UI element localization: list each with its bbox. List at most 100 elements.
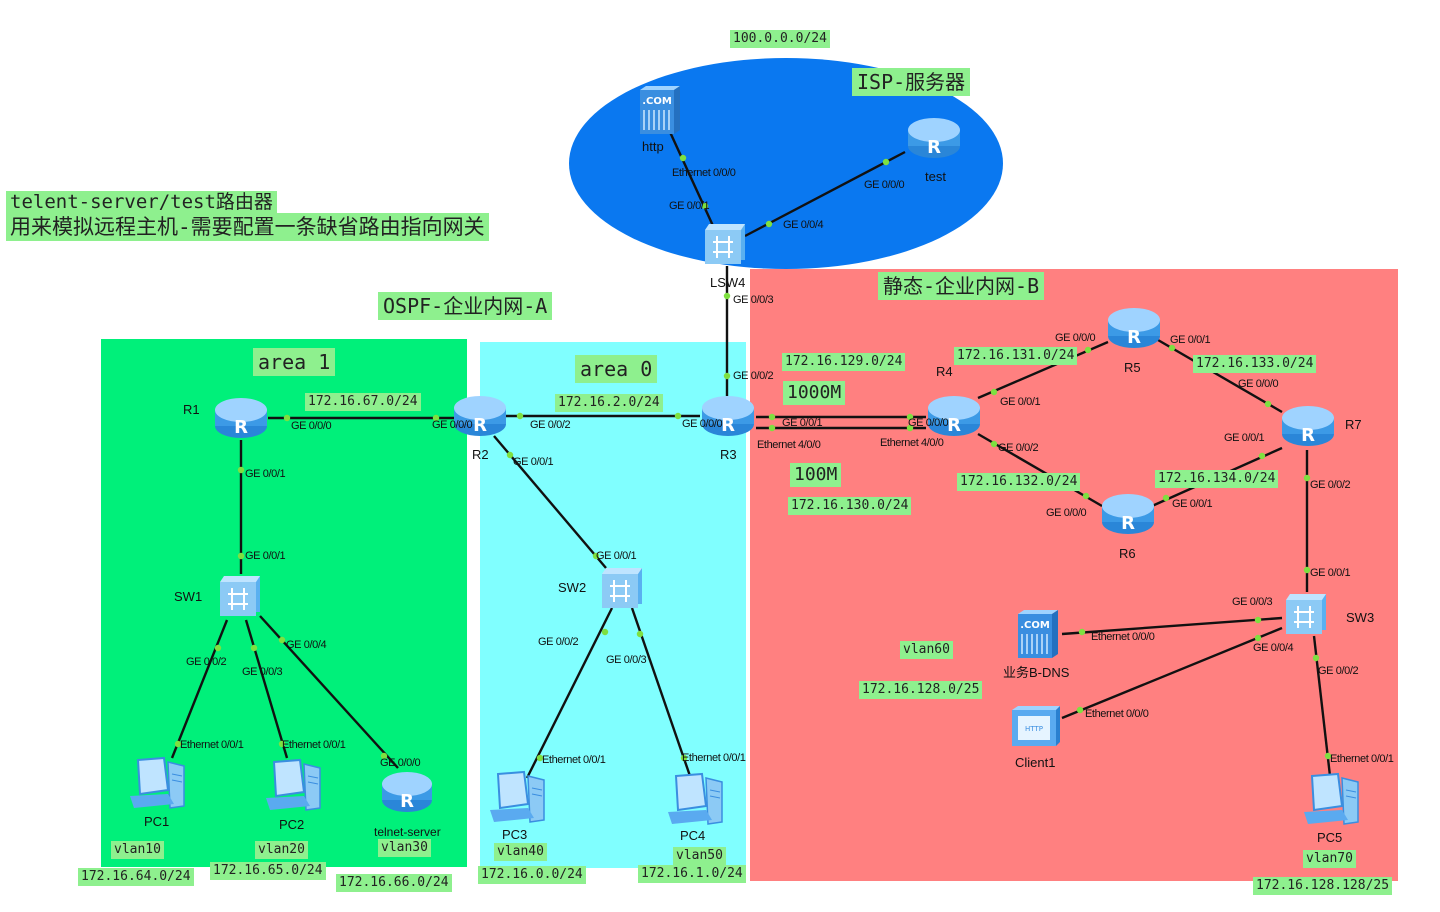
svg-text:R: R <box>1301 425 1315 446</box>
name-pc1: PC1 <box>144 814 170 829</box>
net-r2-r3: 172.16.2.0/24 <box>555 394 663 412</box>
net-vlan40: 172.16.0.0/24 <box>478 866 586 884</box>
port-pc3-eth: Ethernet 0/0/1 <box>542 754 606 766</box>
name-telnet: telnet-server <box>374 825 441 839</box>
switch-sw2[interactable] <box>600 566 646 610</box>
name-lsw4: LSW4 <box>710 275 746 290</box>
port-telnet-g0: GE 0/0/0 <box>380 757 421 769</box>
name-sw3: SW3 <box>1346 610 1375 625</box>
svg-text:HTTP: HTTP <box>1025 725 1043 733</box>
link-sw2-pc3 <box>525 607 614 779</box>
net-vlan20: 172.16.65.0/24 <box>210 862 326 880</box>
port-sw1-g2: GE 0/0/2 <box>186 656 227 668</box>
port-r5-g0: GE 0/0/0 <box>1055 332 1096 344</box>
svg-text:R: R <box>400 791 414 812</box>
net-r6-r7: 172.16.134.0/24 <box>1155 470 1279 488</box>
svg-text:R: R <box>473 415 487 436</box>
router-test[interactable]: R <box>906 116 962 160</box>
name-dns: 业务B-DNS <box>1003 665 1070 680</box>
router-r3[interactable]: R <box>700 394 756 438</box>
name-http: http <box>642 139 664 154</box>
name-pc3: PC3 <box>502 827 528 842</box>
name-r7: R7 <box>1345 417 1362 432</box>
router-r7[interactable]: R <box>1280 404 1336 448</box>
port-sw3-g2: GE 0/0/2 <box>1318 665 1359 677</box>
router-r5[interactable]: R <box>1106 306 1162 350</box>
port-pc2-eth: Ethernet 0/0/1 <box>282 739 346 751</box>
port-r6-g1: GE 0/0/1 <box>1172 498 1213 510</box>
svg-text:R: R <box>1121 513 1135 534</box>
port-lsw4-g3: GE 0/0/3 <box>733 294 774 306</box>
port-sw3-g4: GE 0/0/4 <box>1253 642 1294 654</box>
pc1-icon[interactable] <box>128 756 188 810</box>
name-r5: R5 <box>1124 360 1141 375</box>
port-client-eth: Ethernet 0/0/0 <box>1085 708 1149 720</box>
name-r2: R2 <box>472 447 489 462</box>
net-r4-r6: 172.16.132.0/24 <box>957 473 1081 491</box>
net-r5-r7: 172.16.133.0/24 <box>1193 355 1317 373</box>
port-r4-g0: GE 0/0/0 <box>908 417 949 429</box>
link-sw1-pc2 <box>244 619 289 759</box>
switch-sw1[interactable] <box>218 574 264 618</box>
name-r3: R3 <box>720 447 737 462</box>
net-r1-r2: 172.16.67.0/24 <box>305 393 421 411</box>
port-r4-e4: Ethernet 4/0/0 <box>880 437 944 449</box>
speed-1000m: 1000M <box>783 381 846 405</box>
port-r1-g1: GE 0/0/1 <box>245 468 286 480</box>
router-r1[interactable]: R <box>213 396 269 440</box>
link-r2-sw2 <box>493 435 607 569</box>
client1-icon[interactable]: HTTP <box>1010 704 1062 748</box>
link-sw1-pc1 <box>170 619 229 759</box>
title-line2: 用来模拟远程主机-需要配置一条缺省路由指向网关 <box>6 213 489 241</box>
link-http-lsw4 <box>668 131 716 229</box>
net-vlan60: 172.16.128.0/25 <box>859 681 983 699</box>
net-isp: 100.0.0.0/24 <box>730 30 830 48</box>
pc3-icon[interactable] <box>488 770 548 824</box>
link-test-lsw4 <box>744 150 906 238</box>
net-r4-r5: 172.16.131.0/24 <box>954 347 1078 365</box>
port-pc5-eth: Ethernet 0/0/1 <box>1330 753 1394 765</box>
name-sw1: SW1 <box>174 589 203 604</box>
net-vlan30: 172.16.66.0/24 <box>336 874 452 892</box>
net-r3-r4: 172.16.130.0/24 <box>788 497 912 515</box>
port-r2-g0: GE 0/0/0 <box>432 419 473 431</box>
port-test-g0: GE 0/0/0 <box>864 179 905 191</box>
router-r6[interactable]: R <box>1100 492 1156 536</box>
net-vlan70: 172.16.128.128/25 <box>1253 877 1393 895</box>
label-ospf: OSPF-企业内网-A <box>378 292 553 320</box>
server-dns[interactable]: .COM <box>1018 610 1058 658</box>
name-test: test <box>925 169 946 184</box>
port-r7-g2: GE 0/0/2 <box>1310 479 1351 491</box>
port-sw2-g2: GE 0/0/2 <box>538 636 579 648</box>
net-vlan10: 172.16.64.0/24 <box>78 868 194 886</box>
name-r1: R1 <box>183 402 200 417</box>
pc5-icon[interactable] <box>1302 772 1362 826</box>
server-http[interactable]: .COM <box>640 86 680 134</box>
port-r3-g0: GE 0/0/0 <box>682 418 723 430</box>
svg-text:R: R <box>947 415 961 436</box>
link-port-dots <box>174 154 1332 762</box>
port-lsw4-g1: GE 0/0/1 <box>669 200 710 212</box>
port-r7-g1: GE 0/0/1 <box>1224 432 1265 444</box>
net-r3-lsw4: 172.16.129.0/24 <box>782 353 906 371</box>
pc4-icon[interactable] <box>666 772 726 826</box>
name-r6: R6 <box>1119 546 1136 561</box>
svg-text:R: R <box>1127 327 1141 348</box>
router-r4[interactable]: R <box>926 394 982 438</box>
router-r2[interactable]: R <box>452 394 508 438</box>
port-r6-g0: GE 0/0/0 <box>1046 507 1087 519</box>
router-telnet-server[interactable]: R <box>380 770 434 814</box>
port-r4-g2: GE 0/0/2 <box>998 442 1039 454</box>
vlan60-label: vlan60 <box>900 641 953 659</box>
switch-lsw4[interactable] <box>703 222 749 266</box>
pc2-icon[interactable] <box>264 758 324 812</box>
port-r2-g1: GE 0/0/1 <box>513 456 554 468</box>
port-r3-e4: Ethernet 4/0/0 <box>757 439 821 451</box>
com-text: .COM <box>642 96 672 107</box>
label-area1: area 1 <box>253 348 336 376</box>
switch-sw3[interactable] <box>1284 592 1330 636</box>
com-text: .COM <box>1020 620 1050 631</box>
port-sw2-g3: GE 0/0/3 <box>606 654 647 666</box>
